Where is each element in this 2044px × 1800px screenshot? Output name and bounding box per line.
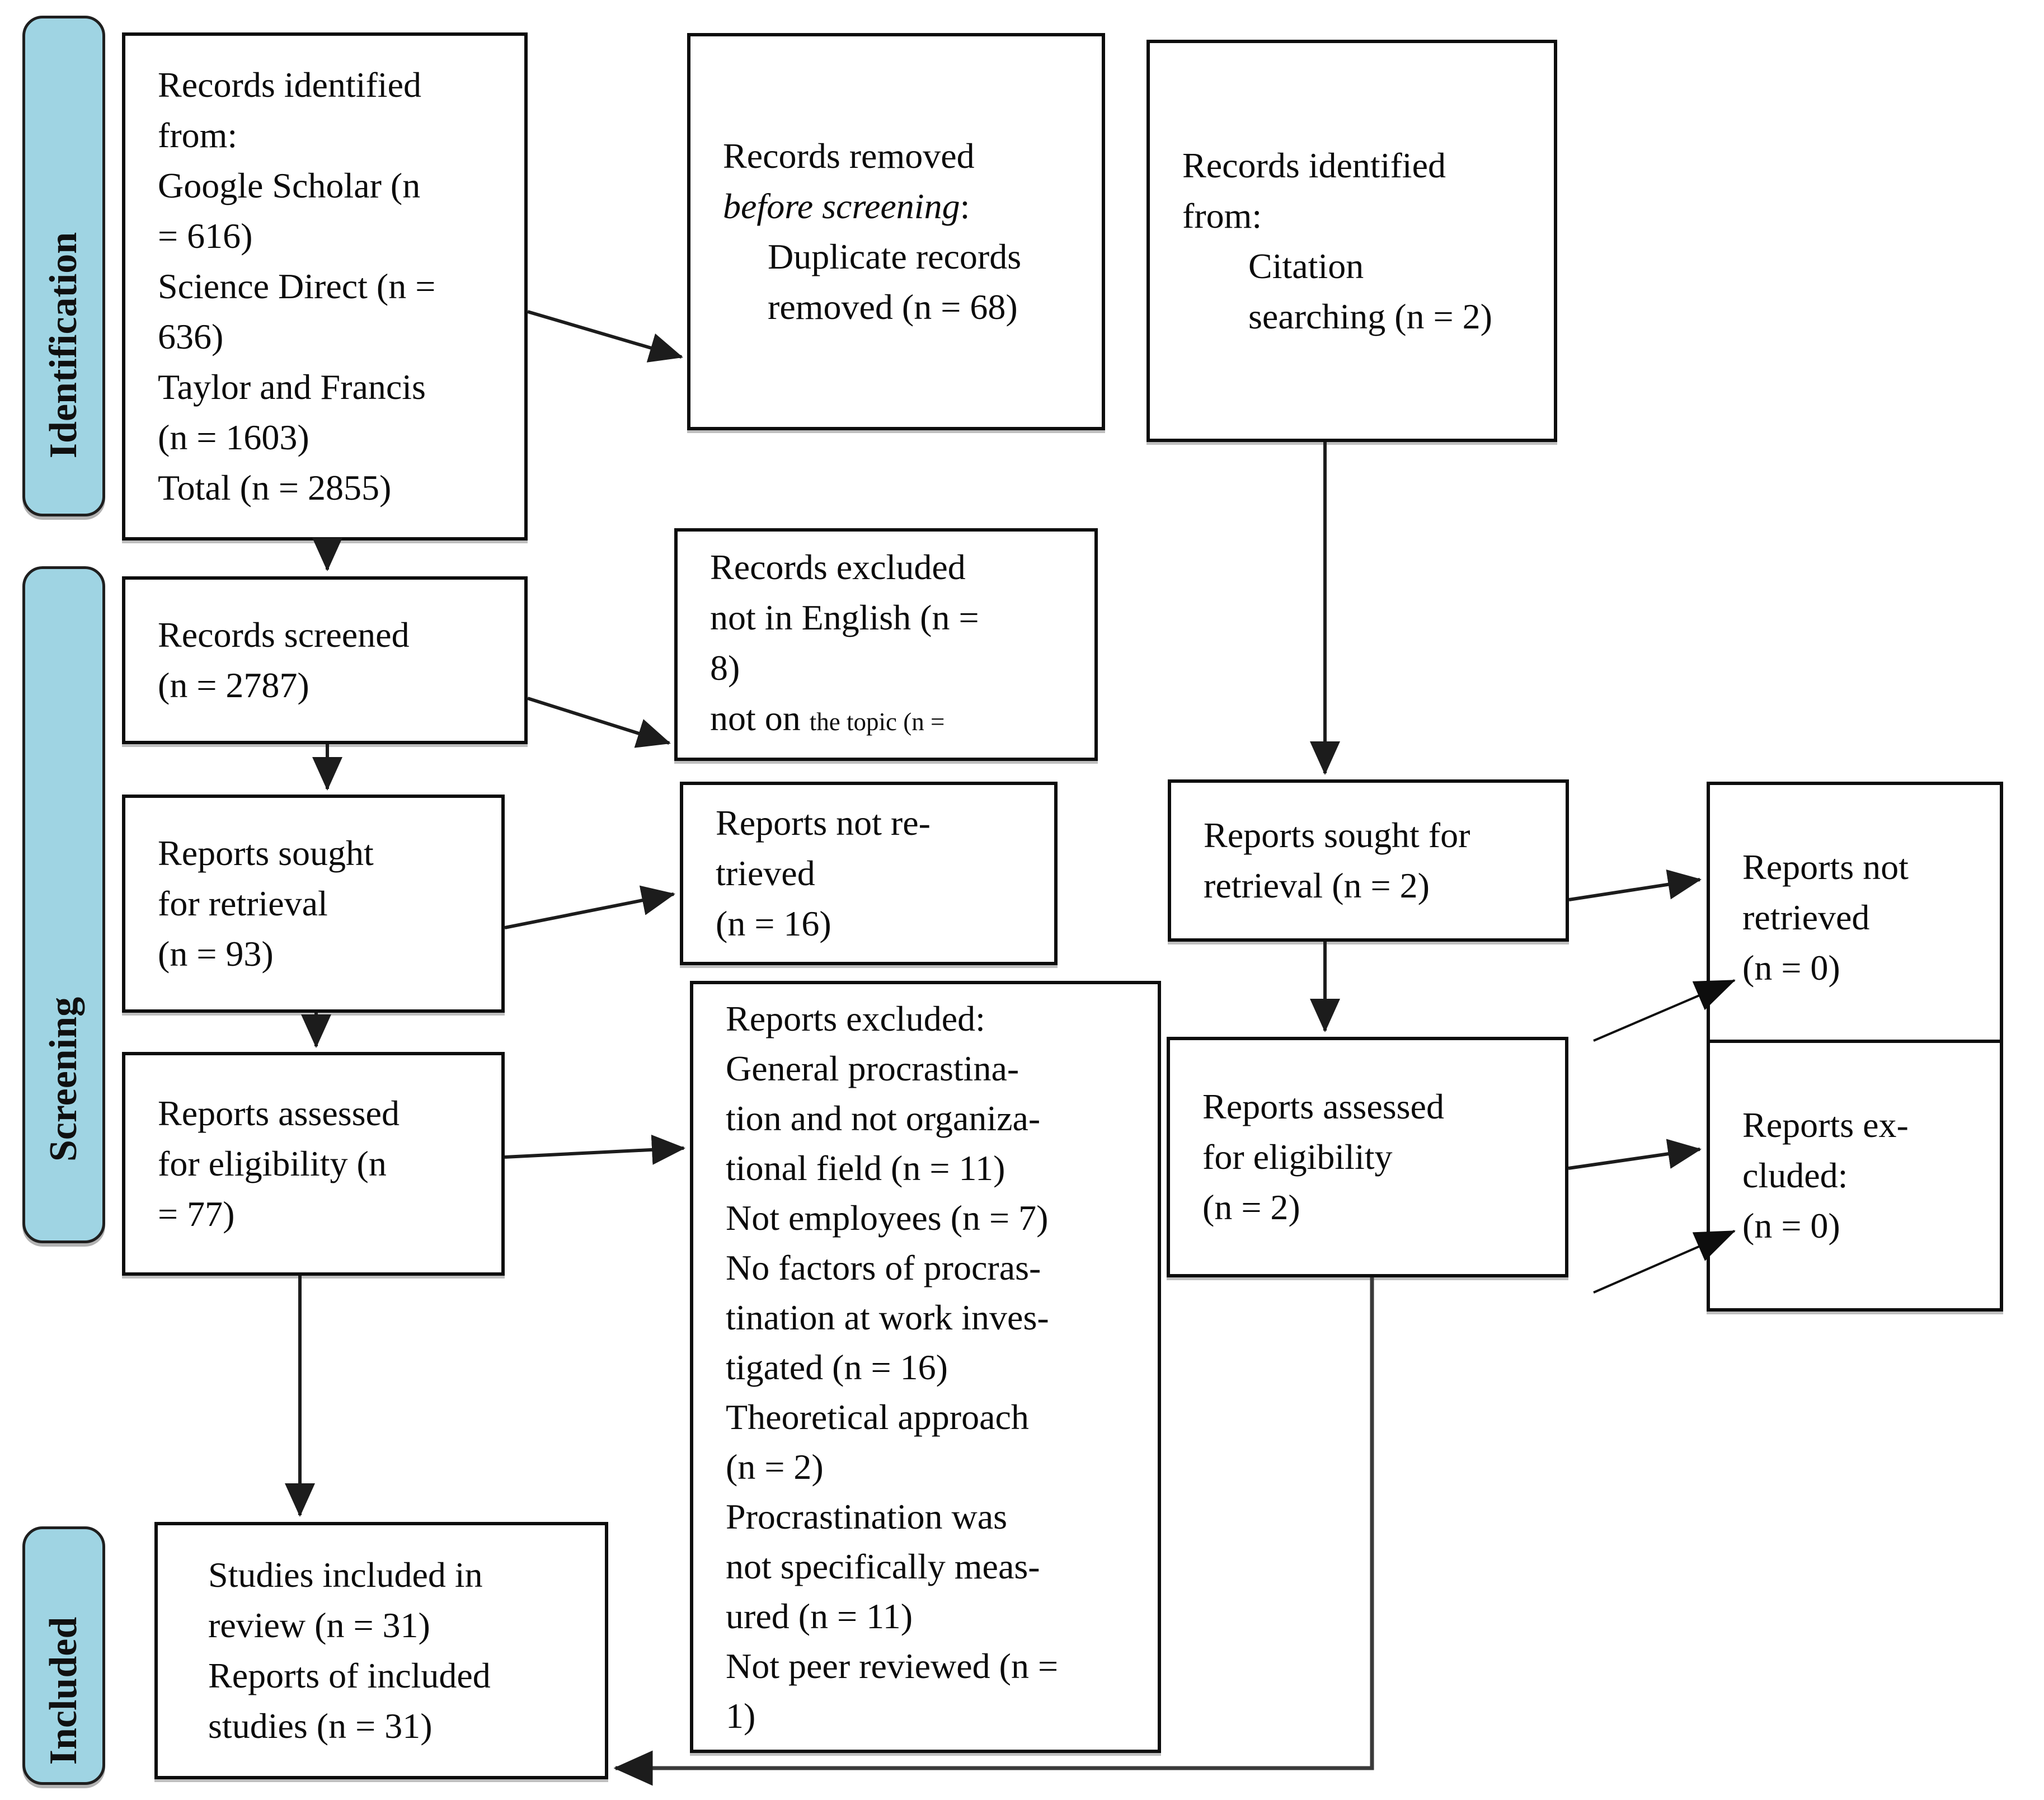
citation-reports-excluded-text: Reports ex- cluded: (n = 0)	[1742, 1105, 1909, 1246]
records-identified-box: Records identified from: Google Scholar …	[122, 32, 528, 541]
records-excluded-box: Records excluded not in English (n = 8) …	[674, 528, 1098, 761]
records-removed-line2-italic: before screening	[723, 186, 960, 226]
records-removed-line3: Duplicate records	[768, 237, 1022, 276]
records-excluded-line3: 8)	[710, 648, 740, 688]
records-removed-line1: Records removed	[723, 136, 975, 176]
stage-label-screening: Screening	[22, 566, 105, 1243]
stage-label-screening-text: Screening	[42, 997, 85, 1162]
arrow-citation-assessed-to-excluded	[1568, 1139, 1702, 1170]
reports-not-retrieved-box: Reports not re- trieved (n = 16)	[680, 782, 1058, 965]
studies-included-box: Studies included in review (n = 31) Repo…	[154, 1522, 608, 1779]
records-identified-text: Records identified from: Google Scholar …	[158, 65, 436, 507]
stage-label-identification-text: Identification	[42, 232, 85, 459]
records-excluded-line1: Records excluded	[710, 547, 966, 587]
arrow-identified-to-removed	[527, 310, 683, 363]
citation-reports-assessed-text: Reports assessed for eligibility (n = 2)	[1202, 1087, 1444, 1227]
arrow-screened-to-excluded	[527, 697, 671, 748]
reports-excluded-box: Reports excluded: General procrastina- t…	[690, 981, 1161, 1753]
citation-reports-sought-box: Reports sought for retrieval (n = 2)	[1168, 779, 1569, 942]
records-removed-line4: removed (n = 68)	[768, 287, 1018, 327]
arrow-sought-to-not-retrieved	[504, 885, 675, 929]
records-excluded-line4: not on	[710, 698, 810, 738]
records-screened-box: Records screened (n = 2787)	[122, 576, 528, 744]
stage-label-included: Included	[22, 1526, 105, 1785]
records-removed-line2-suffix: :	[960, 186, 970, 226]
citation-reports-assessed-box: Reports assessed for eligibility (n = 2)	[1167, 1037, 1568, 1277]
citation-reports-not-retrieved-box: Reports not retrieved (n = 0)	[1707, 782, 2003, 1053]
records-excluded-line4-small: the topic (n =	[809, 708, 945, 736]
reports-assessed-text: Reports assessed for eligibility (n = 77…	[158, 1093, 400, 1234]
citation-records-identified-line1: Records identified	[1182, 145, 1446, 185]
records-excluded-line2: not in English (n =	[710, 598, 979, 637]
stage-label-identification: Identification	[22, 16, 105, 516]
citation-reports-sought-text: Reports sought for retrieval (n = 2)	[1204, 815, 1470, 905]
reports-sought-box: Reports sought for retrieval (n = 93)	[122, 795, 505, 1013]
citation-records-identified-line3: Citation	[1248, 246, 1364, 286]
stage-label-included-text: Included	[42, 1616, 85, 1765]
citation-records-identified-box: Records identified from: Citation search…	[1146, 40, 1557, 442]
reports-assessed-box: Reports assessed for eligibility (n = 77…	[122, 1052, 505, 1276]
citation-records-identified-line2: from:	[1182, 195, 1262, 236]
citation-reports-excluded-box: Reports ex- cluded: (n = 0)	[1707, 1040, 2003, 1312]
records-removed-box: Records removed before screening: Duplic…	[687, 33, 1105, 430]
arrow-assessed-to-excluded	[504, 1134, 685, 1165]
arrow-citation-sought-to-not-retrieved	[1568, 869, 1702, 901]
citation-reports-not-retrieved-text: Reports not retrieved (n = 0)	[1742, 847, 1909, 988]
reports-not-retrieved-text: Reports not re- trieved (n = 16)	[716, 803, 931, 943]
records-removed-text: Records removed before screening: Duplic…	[690, 131, 1038, 332]
citation-records-identified-text: Records identified from: Citation search…	[1150, 140, 1509, 342]
reports-excluded-text: Reports excluded: General procrastina- t…	[726, 998, 1059, 1736]
records-screened-text: Records screened (n = 2787)	[158, 615, 410, 705]
reports-sought-text: Reports sought for retrieval (n = 93)	[158, 833, 374, 974]
records-excluded-text: Records excluded not in English (n = 8) …	[678, 542, 996, 747]
studies-included-text: Studies included in review (n = 31) Repo…	[208, 1555, 491, 1746]
citation-records-identified-line4: searching (n = 2)	[1248, 296, 1492, 336]
